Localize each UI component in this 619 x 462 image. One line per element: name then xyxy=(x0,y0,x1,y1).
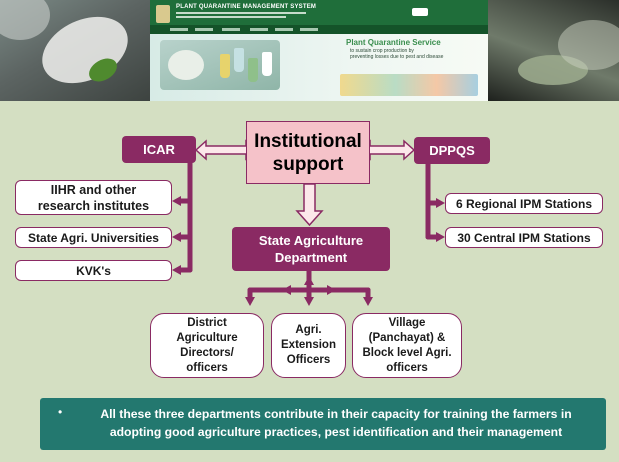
regional-ipm-stations-box: 6 Regional IPM Stations xyxy=(445,193,603,214)
service-illustration xyxy=(340,74,478,96)
village-block-officers-label: Village (Panchayat) & Block level Agri. … xyxy=(362,316,452,374)
icar-label: ICAR xyxy=(143,142,175,157)
regional-ipm-stations-label: 6 Regional IPM Stations xyxy=(455,196,593,211)
summary-note-text: All these three departments contribute i… xyxy=(100,407,572,439)
icar-box: ICAR xyxy=(122,136,196,163)
website-nav xyxy=(150,25,488,34)
service-title: Plant Quarantine Service xyxy=(346,38,441,47)
bullet-icon: • xyxy=(58,405,63,419)
district-directors-box: District Agriculture Directors/ officers xyxy=(150,313,264,378)
summary-note: • All these three departments contribute… xyxy=(40,398,606,450)
emblem-icon xyxy=(156,5,170,23)
central-ipm-stations-label: 30 Central IPM Stations xyxy=(457,230,591,245)
dppqs-box: DPPQS xyxy=(414,137,490,164)
central-ipm-stations-box: 30 Central IPM Stations xyxy=(445,227,603,248)
iihr-label: IIHR and other research institutes xyxy=(37,182,150,213)
header-button xyxy=(412,8,428,16)
service-tagline: to sustain crop production by preventing… xyxy=(350,48,444,60)
kvk-box: KVK's xyxy=(15,260,172,281)
village-block-officers-box: Village (Panchayat) & Block level Agri. … xyxy=(352,313,462,378)
website-title: PLANT QUARANTINE MANAGEMENT SYSTEM xyxy=(176,4,317,10)
website-screenshot: PLANT QUARANTINE MANAGEMENT SYSTEM Plant… xyxy=(150,0,488,101)
institutional-support-box: Institutional support xyxy=(246,121,370,184)
state-branch-arrowheads xyxy=(245,276,373,306)
icar-branch xyxy=(177,160,193,273)
district-directors-label: District Agriculture Directors/ officers xyxy=(176,316,238,374)
extension-officers-box: Agri. Extension Officers xyxy=(271,313,346,378)
institutional-support-label: Institutional support xyxy=(254,130,362,175)
seed-inspection-photo xyxy=(488,0,619,101)
dppqs-branch xyxy=(425,161,440,240)
dppqs-branch-arrowheads xyxy=(436,198,445,242)
lab-glove-photo xyxy=(0,0,150,101)
state-agri-universities-label: State Agri. Universities xyxy=(28,230,159,245)
photo-banner: PLANT QUARANTINE MANAGEMENT SYSTEM Plant… xyxy=(0,0,619,101)
state-agriculture-department-box: State Agriculture Department xyxy=(232,227,390,271)
icar-branch-arrowheads xyxy=(172,196,181,275)
state-agri-universities-box: State Agri. Universities xyxy=(15,227,172,248)
extension-officers-label: Agri. Extension Officers xyxy=(281,324,336,366)
dppqs-label: DPPQS xyxy=(429,143,475,158)
kvk-label: KVK's xyxy=(76,263,111,278)
iihr-box: IIHR and other research institutes xyxy=(15,180,172,215)
state-agriculture-department-label: State Agriculture Department xyxy=(258,233,364,265)
lab-illustration xyxy=(160,40,280,90)
down-arrow xyxy=(295,183,324,227)
